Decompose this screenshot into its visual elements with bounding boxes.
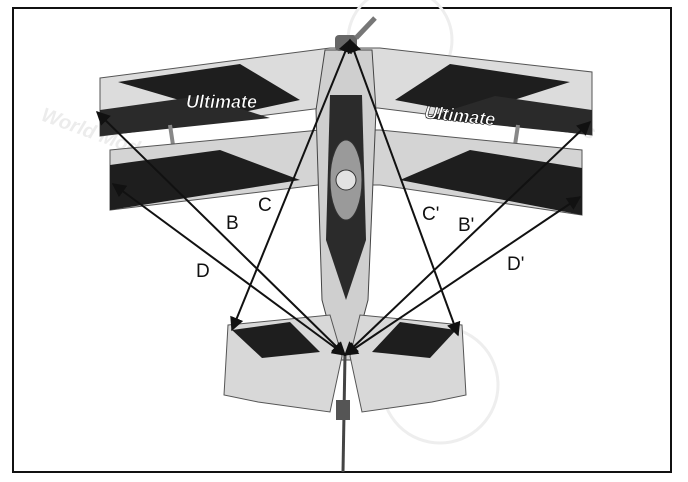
label-D: D [196,262,210,281]
label-C-prime: C' [422,205,439,224]
label-B-prime: B' [458,216,474,235]
label-D-prime: D' [507,255,524,274]
left-wing-text: Ultimate [186,92,257,112]
fuselage [316,18,376,360]
tail-wheel [336,400,350,420]
airplane-illustration: Ultimate Ultimate [100,18,592,472]
label-C: C [258,196,272,215]
propeller-blade [356,18,375,38]
label-B: B [226,214,239,233]
